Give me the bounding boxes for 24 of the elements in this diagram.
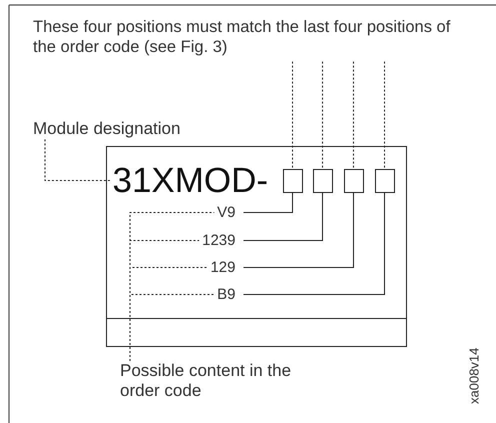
callout-text: Possible content in the order code: [120, 361, 320, 402]
callout-text: Module designation: [33, 119, 180, 140]
position-square: [344, 168, 364, 192]
code-value-text: 129: [186, 258, 236, 276]
leader-line: [353, 61, 354, 169]
connector-line: [243, 192, 323, 241]
note-text: These four positions must match the last four positions of the order code (see Fig. 3): [33, 18, 458, 58]
code-value-text: B9: [186, 286, 236, 304]
connector-line: [243, 192, 385, 295]
leader-line: [384, 61, 385, 169]
position-square: [374, 168, 394, 192]
leader-line: [44, 138, 112, 181]
position-square: [312, 168, 332, 192]
connector-line: [243, 192, 293, 213]
module-code-text: 31XMOD-: [112, 160, 268, 202]
figure-id-text: xa008v14: [466, 348, 482, 404]
leader-line: [292, 61, 293, 169]
position-square: [282, 168, 302, 192]
label-plate: [106, 146, 407, 347]
leader-line: [322, 61, 323, 169]
connector-line: [243, 192, 354, 268]
leader-line: [130, 294, 215, 362]
code-value-text: V9: [186, 204, 236, 222]
code-value-text: 1239: [186, 232, 236, 250]
